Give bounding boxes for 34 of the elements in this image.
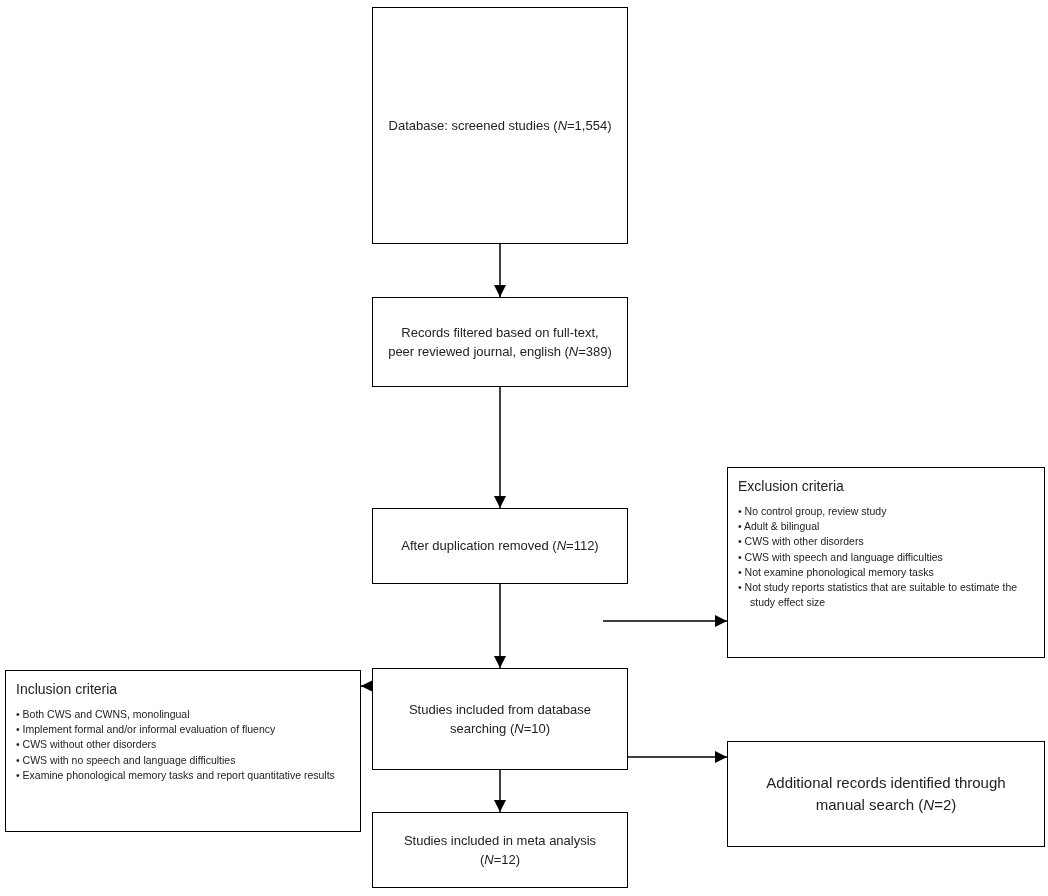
arrow [602, 615, 728, 627]
box-text: Database: screened studies (N=1,554) [388, 116, 612, 135]
criterion-text: • Not study reports statistics that are suitable to estimate the study effect size [738, 580, 1019, 611]
criteria-box [5, 670, 361, 832]
criteria-box [727, 467, 1045, 658]
box-text: After duplication removed (N=112) [401, 537, 599, 556]
box-text: Studies included in meta analysis (N=12) [402, 831, 598, 869]
arrow [627, 751, 728, 763]
arrow [494, 386, 506, 509]
process-box [372, 297, 628, 387]
process-box [372, 668, 628, 770]
process-box [727, 741, 1045, 847]
box-text: Records filtered based on full-text, peer reviewed journal, english (N=389) [387, 323, 613, 361]
arrow [494, 583, 506, 669]
criterion-text: • Not examine phonological memory tasks [738, 564, 935, 580]
criterion-text: • Adult & bilingual [738, 519, 821, 535]
box-text: Studies included from database searching (N=10) [407, 700, 593, 738]
criterion-text: • Examine phonological memory tasks and report quantitative results [16, 767, 336, 783]
criterion-text: • CWS without other disorders [16, 737, 158, 753]
arrow [494, 243, 506, 298]
process-box [372, 812, 628, 888]
arrow [360, 680, 373, 692]
process-box [372, 508, 628, 584]
process-box [372, 7, 628, 244]
arrow [494, 769, 506, 813]
criterion-text: • CWS with other disorders [738, 534, 865, 550]
criterion-text: • No control group, review study [738, 504, 888, 519]
box-heading: Inclusion criteria [16, 681, 119, 697]
criterion-text: • Implement formal and/or informal evaluation of fluency [16, 722, 277, 738]
criterion-text: • CWS with speech and language difficulties [738, 549, 944, 565]
criterion-text: • Both CWS and CWNS, monolingual [16, 707, 191, 722]
box-text: Additional records identified through manual search (N=2) [765, 772, 1007, 815]
criterion-text: • CWS with no speech and language difficulties [16, 752, 237, 768]
box-heading: Exclusion criteria [738, 478, 845, 494]
